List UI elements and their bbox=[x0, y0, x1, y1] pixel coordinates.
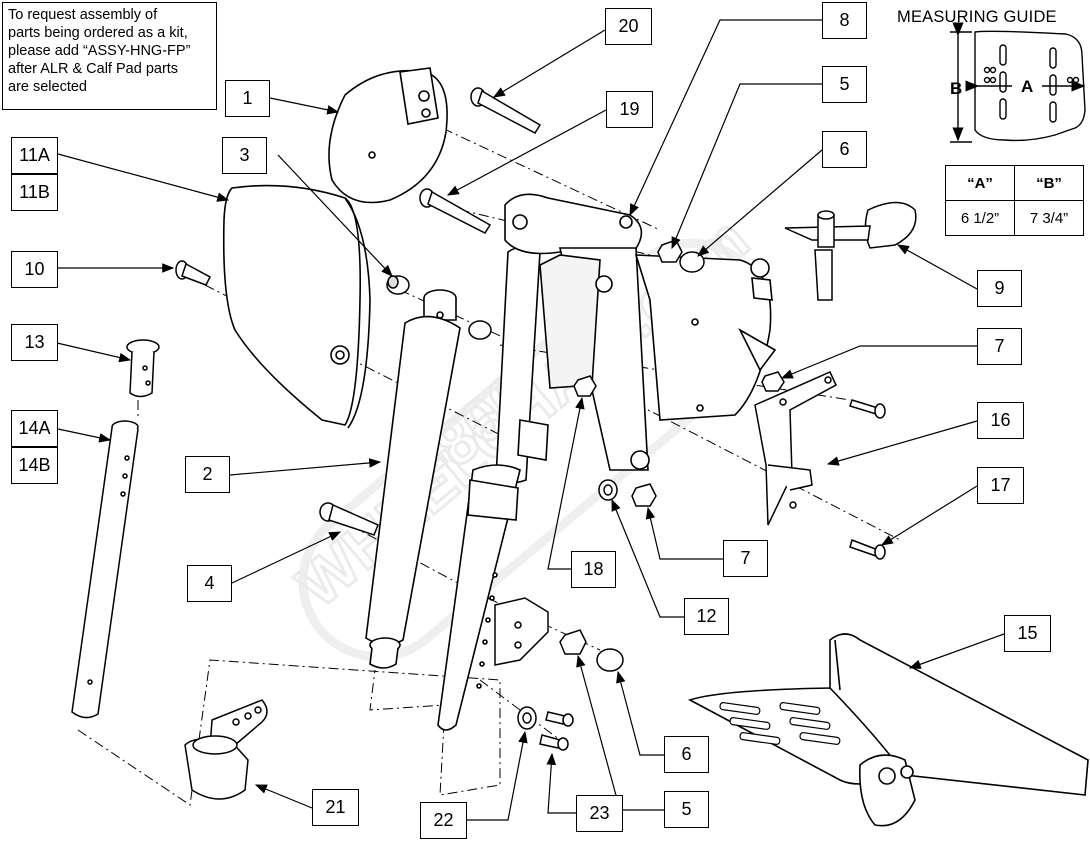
part-23-screws bbox=[539, 711, 574, 751]
callout-10[interactable]: 10 bbox=[11, 251, 58, 288]
part-3-spacer bbox=[386, 275, 492, 340]
callout-5-lower[interactable]: 5 bbox=[664, 791, 709, 828]
callout-13[interactable]: 13 bbox=[11, 324, 58, 361]
part-22-washer bbox=[517, 706, 537, 730]
part-14-support-tube bbox=[71, 420, 139, 719]
callout-6-lower[interactable]: 6 bbox=[664, 736, 709, 773]
callout-21[interactable]: 21 bbox=[312, 789, 359, 826]
table-value-a: 6 1/2” bbox=[945, 200, 1015, 236]
part-5-nut-top bbox=[657, 239, 683, 263]
part-10-screw bbox=[175, 260, 211, 286]
note-line-1: To request assembly of bbox=[8, 7, 158, 23]
callout-22[interactable]: 22 bbox=[420, 802, 467, 839]
callout-23[interactable]: 23 bbox=[576, 795, 623, 832]
measuring-guide-title: MEASURING GUIDE bbox=[897, 8, 1057, 26]
callout-16[interactable]: 16 bbox=[977, 402, 1024, 439]
part-7-nut-lower bbox=[631, 483, 657, 507]
callout-11b[interactable]: 11B bbox=[11, 174, 58, 211]
part-2-cylinder bbox=[365, 289, 461, 669]
table-header-row: “A” “B” bbox=[945, 165, 1084, 201]
callout-7-right[interactable]: 7 bbox=[977, 328, 1022, 365]
part-19-bolt bbox=[419, 188, 492, 234]
part-5-nut-lower bbox=[559, 629, 587, 655]
part-swing-bracket bbox=[634, 254, 777, 421]
callout-6-top[interactable]: 6 bbox=[822, 131, 867, 168]
callout-5-top[interactable]: 5 bbox=[822, 66, 867, 103]
assembly-note: To request assembly of parts being order… bbox=[2, 2, 217, 110]
part-6-cap-lower bbox=[596, 648, 624, 672]
measuring-guide-label-a: A bbox=[1021, 77, 1034, 96]
table-header-b: “B” bbox=[1014, 165, 1084, 201]
callout-19[interactable]: 19 bbox=[606, 91, 653, 128]
part-12-washer bbox=[598, 479, 618, 501]
callout-9[interactable]: 9 bbox=[977, 270, 1022, 307]
callout-14b[interactable]: 14B bbox=[11, 447, 58, 484]
callout-3[interactable]: 3 bbox=[222, 137, 267, 174]
callout-20[interactable]: 20 bbox=[605, 8, 652, 45]
part-hanger-column bbox=[437, 246, 549, 731]
part-18-nut bbox=[573, 375, 597, 397]
part-9-release-lever bbox=[784, 201, 917, 301]
part-lower-bracket bbox=[494, 597, 549, 666]
callout-15[interactable]: 15 bbox=[1004, 615, 1051, 652]
part-11-calf-pad bbox=[222, 184, 371, 429]
callout-7-lower[interactable]: 7 bbox=[723, 540, 768, 577]
part-1-calf-pad-bracket-plate bbox=[328, 67, 448, 204]
measuring-guide-figure bbox=[950, 22, 1086, 143]
callout-8[interactable]: 8 bbox=[822, 2, 867, 39]
note-line-5: are selected bbox=[8, 79, 87, 95]
part-16-bracket bbox=[754, 371, 837, 526]
callout-4[interactable]: 4 bbox=[187, 565, 232, 602]
part-4-bolt bbox=[319, 502, 379, 536]
part-13-tube-cap bbox=[126, 339, 160, 398]
part-6-cap-top bbox=[679, 251, 705, 273]
note-line-4: after ALR & Calf Pad parts bbox=[8, 61, 179, 77]
footplate-slots bbox=[719, 702, 841, 745]
part-7-nut-right bbox=[761, 371, 785, 392]
note-line-3: please add “ASSY-HNG-FP” bbox=[8, 43, 191, 59]
note-line-2: parts being ordered as a kit, bbox=[8, 25, 188, 41]
callout-2[interactable]: 2 bbox=[185, 456, 230, 493]
table-row: 6 1/2” 7 3/4” bbox=[945, 200, 1084, 236]
table-value-b: 7 3/4” bbox=[1014, 200, 1084, 236]
callout-14a[interactable]: 14A bbox=[11, 410, 58, 447]
callout-18[interactable]: 18 bbox=[571, 551, 616, 588]
table-header-a: “A” bbox=[945, 165, 1015, 201]
part-17-screw bbox=[849, 399, 886, 560]
callout-1[interactable]: 1 bbox=[225, 80, 270, 117]
leader-lines bbox=[56, 19, 1005, 821]
part-21-clamp bbox=[184, 699, 268, 800]
measuring-guide-table: “A” “B” 6 1/2” 7 3/4” bbox=[945, 165, 1084, 236]
callout-17[interactable]: 17 bbox=[977, 467, 1024, 504]
measuring-guide-label-b: B bbox=[950, 79, 963, 98]
callout-12[interactable]: 12 bbox=[684, 598, 729, 635]
part-15-footplate bbox=[687, 633, 1089, 827]
part-8-hinge-block bbox=[504, 193, 650, 471]
callout-11a[interactable]: 11A bbox=[11, 137, 58, 174]
part-20-bolt bbox=[470, 87, 542, 134]
